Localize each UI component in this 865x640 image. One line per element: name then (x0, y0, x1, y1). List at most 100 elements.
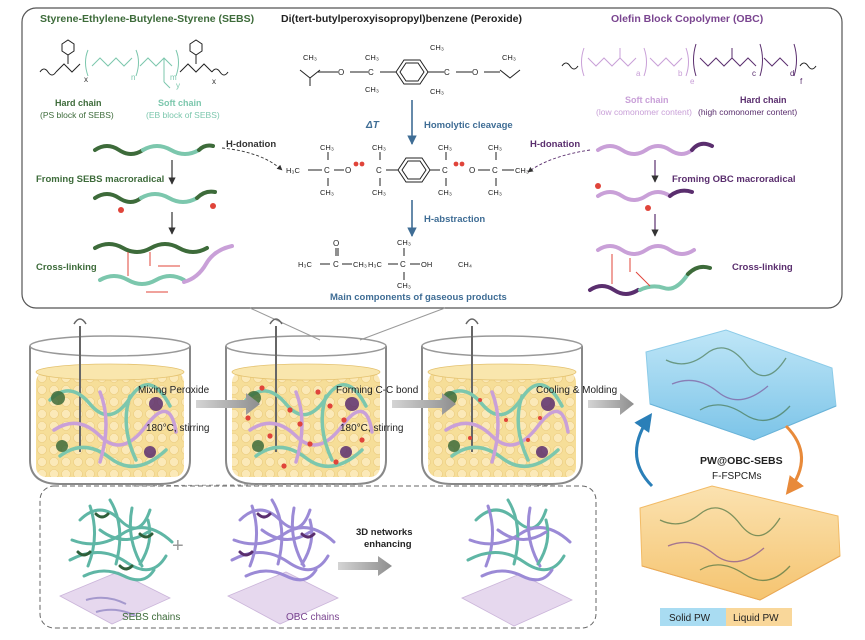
zoom-line-b-right (501, 483, 561, 487)
obc-sub-b: b (678, 69, 683, 78)
legend-liquid-swatch (726, 608, 792, 626)
rad-h3c-1: H₃C (286, 166, 300, 175)
sebs-soft-sub: (EB block of SEBS) (146, 110, 220, 120)
combined-network (461, 498, 573, 627)
sebs-sub-x2: x (212, 77, 216, 86)
gas-c-1: C (333, 260, 339, 269)
per-ch3-2: CH₃ (365, 53, 379, 62)
gas-oh: OH (421, 260, 432, 269)
network-panel (39, 485, 597, 629)
networks-line1: 3D networks (356, 527, 413, 538)
homolytic-label: Homolytic cleavage (424, 120, 513, 131)
h-abstraction-label: H-abstraction (424, 214, 485, 225)
obc-sub-f: f (800, 77, 803, 86)
obc-sub-d: d (790, 69, 794, 78)
radical-dot (353, 161, 359, 167)
plus-sign: + (172, 535, 184, 557)
zoom-line-left (249, 307, 321, 341)
obc-hard-sub: (high comonomer content) (698, 107, 797, 117)
beaker-2 (225, 318, 387, 485)
liquid-pw-block (639, 485, 841, 601)
per-ch3-4: CH₃ (430, 43, 444, 52)
obc-hard-label: Hard chain (740, 95, 787, 105)
obc-network (227, 498, 339, 625)
sebs-sub-x: x (84, 75, 88, 84)
rad-ch3-4: CH₃ (372, 188, 386, 197)
rad-ch3-8: CH₃ (488, 188, 502, 197)
sebs-chains-label: SEBS chains (122, 612, 180, 623)
crosslink-left-label: Cross-linking (36, 262, 97, 273)
step2-label: Forming C-C bond (336, 385, 418, 396)
gaseous-label: Main components of gaseous products (330, 292, 507, 303)
gas-ch4: CH₄ (458, 260, 472, 269)
rad-o-2: O (469, 166, 475, 175)
sebs-sub-m: m (170, 73, 177, 82)
gas-c-2: C (400, 260, 406, 269)
rad-c-3: C (442, 166, 448, 175)
sebs-network (59, 498, 174, 625)
gas-h3c-1: H₃C (298, 260, 312, 269)
mechanism-panel (21, 7, 843, 309)
sebs-sub-n: n (131, 73, 135, 82)
radical-dot (453, 161, 459, 167)
h-donation-left-label: H-donation (226, 139, 276, 150)
rad-c-1: C (324, 166, 330, 175)
obc-chains-label: OBC chains (286, 612, 339, 623)
h-donation-right-label: H-donation (530, 139, 580, 150)
sebs-chains-top (93, 143, 234, 286)
rad-ch3-9: CH₃ (515, 166, 529, 175)
obc-chains-top (588, 141, 714, 296)
obc-structure (561, 43, 817, 77)
obc-soft-label: Soft chain (625, 95, 669, 105)
per-o-1: O (338, 68, 344, 77)
radical-dot (645, 205, 651, 211)
rad-ch3-7: CH₃ (488, 143, 502, 152)
solid-pw-block (645, 329, 837, 441)
step1-label: Mixing Peroxide (138, 385, 210, 396)
obc-title: Olefin Block Copolymer (OBC) (611, 13, 763, 25)
legend-solid-label: Solid PW (669, 613, 711, 624)
cycle-arrow-orange (784, 424, 804, 495)
step3-label: Cooling & Molding (536, 385, 617, 396)
crosslink-bonds-right (611, 254, 651, 287)
rad-ch3-3: CH₃ (372, 143, 386, 152)
h-donation-arrow-right (527, 149, 591, 173)
per-ch3-6: CH₃ (502, 53, 516, 62)
rad-ch3-2: CH₃ (320, 188, 334, 197)
obc-macroradical-label: Froming OBC macroradical (672, 174, 796, 185)
crosslink-bonds-left (127, 252, 180, 293)
cycle-arrow-blue (634, 413, 654, 488)
per-c-2: C (444, 68, 450, 77)
sebs-hard-label: Hard chain (55, 98, 102, 108)
product-name: PW@OBC-SEBS (700, 455, 783, 467)
per-c-1: C (368, 68, 374, 77)
sebs-macroradical-label: Froming SEBS macroradical (36, 174, 164, 185)
sebs-structure (39, 39, 229, 89)
obc-sub-e: e (690, 77, 695, 86)
step2-condition: 180°C, stirring (340, 423, 403, 434)
process-arrow-2 (392, 393, 456, 415)
per-ch3-1: CH₃ (303, 53, 317, 62)
step1-condition: 180°C, stirring (146, 423, 209, 434)
sebs-soft-label: Soft chain (158, 98, 202, 108)
peroxide-title: Di(tert-butylperoxyisopropyl)benzene (Pe… (281, 13, 522, 25)
sebs-title: Styrene-Ethylene-Butylene-Styrene (SEBS) (40, 13, 254, 25)
legend-liquid-label: Liquid PW (733, 613, 779, 624)
rad-ch3-6: CH₃ (438, 188, 452, 197)
beaker-1 (29, 318, 191, 485)
per-ch3-5: CH₃ (430, 87, 444, 96)
network-arrow (338, 556, 392, 576)
obc-soft-sub: (low comonomer content) (596, 107, 692, 117)
process-arrow-1 (196, 393, 260, 415)
process-arrow-3 (588, 393, 634, 415)
beaker-3 (421, 318, 583, 485)
radical-dot (210, 203, 216, 209)
gas-ch3-3: CH₃ (397, 281, 411, 290)
legend-solid-swatch (660, 608, 726, 626)
crosslink-right-label: Cross-linking (732, 262, 793, 273)
radical-dot (118, 207, 124, 213)
product-sub: F-FSPCMs (712, 471, 761, 482)
rad-ch3-1: CH₃ (320, 143, 334, 152)
